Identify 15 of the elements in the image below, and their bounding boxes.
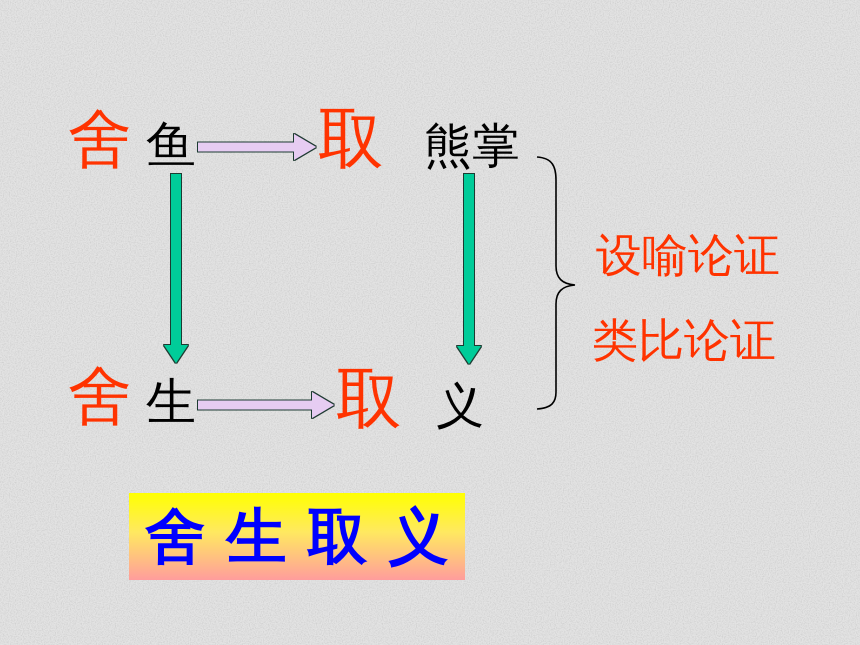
emphasis-character: 舍 — [68, 108, 132, 172]
word-text: 生 — [146, 377, 196, 427]
arrow — [457, 174, 481, 364]
word-text: 熊掌 — [424, 122, 520, 170]
method-label: 类比论证 — [592, 317, 776, 363]
emphasis-character: 舍 — [68, 365, 132, 429]
title-banner: 舍 生 取 义 — [129, 493, 465, 580]
arrow — [164, 174, 188, 363]
word-text: 义 — [436, 382, 484, 430]
word-text: 鱼 — [146, 120, 196, 170]
arrow — [198, 134, 316, 160]
method-label: 设喻论证 — [596, 232, 780, 278]
emphasis-character: 取 — [336, 366, 402, 432]
arrow — [198, 392, 334, 418]
emphasis-character: 取 — [318, 106, 384, 172]
